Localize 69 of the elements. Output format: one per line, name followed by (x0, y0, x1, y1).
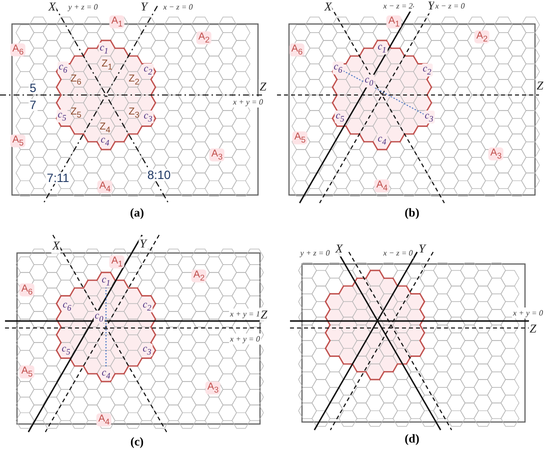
cell-label: c$_{1}$ (100, 274, 112, 288)
area-label: A$_{3}$ (205, 381, 221, 395)
area-label: A$_{1}$ (386, 15, 402, 29)
axis-label: Z (260, 308, 268, 322)
axis-label: X (334, 242, 344, 256)
panel-caption: (d) (404, 432, 420, 446)
equation-label: y + z = 0 (67, 2, 99, 12)
cell-label: c$_{2}$ (142, 64, 154, 76)
area-label: A$_{5}$ (292, 131, 308, 145)
equation-label: x + y = 0 (232, 96, 264, 108)
equation-label: x + y = 0 (229, 334, 261, 344)
equation-label: x − z = 2 (382, 0, 414, 12)
area-label: A$_{4}$ (374, 179, 390, 193)
area-label: A$_{5}$ (10, 134, 26, 148)
area-label: A$_{4}$ (96, 413, 112, 427)
zone-label: Z$_{2}$ (128, 74, 140, 86)
cell-label: c$_{4}$ (100, 134, 110, 148)
cell-label: c$_{6}$ (58, 62, 68, 74)
axis-label: Y (138, 236, 148, 252)
area-label: A$_{6}$ (10, 43, 26, 57)
cell-label: c$_{1}$ (98, 42, 110, 56)
cell-label: c$_{3}$ (142, 110, 154, 124)
cell-label: c$_{5}$ (56, 110, 68, 122)
area-label: A$_{1}$ (109, 255, 125, 269)
area-label: A$_{4}$ (97, 180, 113, 194)
cell-label: c$_{5}$ (334, 110, 346, 124)
panel-caption: (a) (130, 206, 144, 220)
ratio-label: 7 (28, 99, 38, 111)
equation-label: x + y = 1 (229, 308, 261, 320)
panel-caption: (b) (404, 206, 420, 220)
equation-label: y + z = 0 (299, 248, 331, 258)
cell-label: c$_{2}$ (142, 300, 152, 312)
cell-label: c$_{3}$ (142, 344, 152, 356)
equation-label: x + y = 0 (512, 308, 544, 318)
axis-label: X (51, 238, 61, 254)
area-label: A$_{6}$ (19, 283, 35, 297)
area-label: A$_{2}$ (191, 269, 207, 283)
zone-label: Z$_{5}$ (70, 107, 82, 119)
cell-label: c$_{0}$ (94, 310, 104, 324)
cell-label: c$_{0}$ (364, 74, 374, 88)
cell-label: c$_{3}$ (424, 110, 434, 124)
zone-label: Z$_{3}$ (128, 107, 140, 119)
cell-label: c$_{5}$ (60, 344, 72, 356)
equation-label: x − z = 0 (382, 248, 414, 258)
cell-label: c$_{4}$ (376, 134, 388, 146)
equation-label: x − z = 0 (162, 2, 194, 12)
area-label: A$_{5}$ (19, 365, 35, 379)
area-label: A$_{2}$ (474, 30, 490, 44)
ratio-label: 7:11 (46, 172, 70, 184)
area-label: A$_{3}$ (209, 148, 225, 162)
axis-label: Z (536, 78, 544, 94)
area-label: A$_{2}$ (196, 31, 212, 45)
cell-label: c$_{6}$ (332, 62, 344, 74)
ratio-label: 5 (28, 82, 38, 94)
cell-label: c$_{6}$ (62, 300, 72, 312)
area-label: A$_{3}$ (488, 147, 504, 161)
zone-label: Z$_{4}$ (100, 122, 110, 134)
cell-label: c$_{2}$ (422, 64, 432, 76)
zone-label: Z$_{6}$ (70, 74, 82, 86)
zone-label: Z$_{1}$ (102, 59, 112, 71)
axis-label: Y (426, 0, 436, 14)
area-label: A$_{6}$ (289, 43, 305, 57)
cell-label: c$_{1}$ (376, 42, 388, 54)
equation-label: x − z = 0 (434, 0, 466, 12)
cell-label: c$_{4}$ (100, 368, 112, 380)
axis-label: Z (258, 80, 268, 94)
panel-caption: (c) (130, 434, 144, 450)
area-label: A$_{1}$ (109, 15, 125, 29)
ratio-label: 8:10 (146, 169, 172, 181)
